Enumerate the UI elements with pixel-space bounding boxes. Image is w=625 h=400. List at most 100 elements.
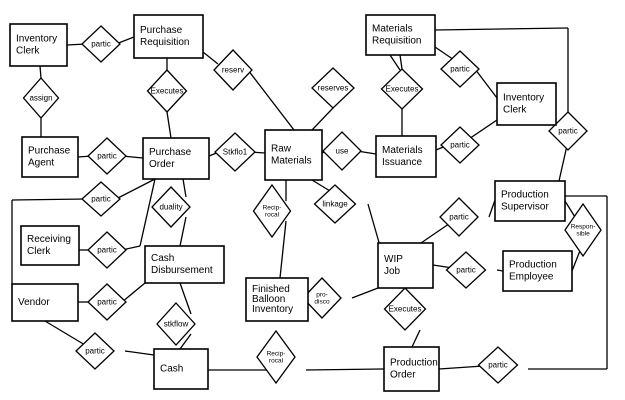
connector-line <box>179 282 192 315</box>
entity-label: Vendor <box>18 297 50 308</box>
entity-box <box>142 137 210 180</box>
relationship-label: partic <box>450 65 470 74</box>
connector-line <box>179 333 192 350</box>
relationship-label: rocal <box>269 358 284 365</box>
connector-line <box>411 329 421 348</box>
relationship-partic-vendor-po: partic <box>81 181 121 217</box>
relationship-label: Stkflo1 <box>223 148 248 157</box>
relationship-stkflow: stkflow <box>156 302 196 346</box>
connector-line <box>39 65 42 79</box>
relationship-responsible: Respon-sible <box>564 202 602 258</box>
entity-label: Receiving <box>27 234 71 245</box>
connector-line <box>474 68 498 99</box>
connector-line <box>202 51 219 65</box>
relationship-label: use <box>336 147 349 156</box>
relationship-reciprocal-fin: Recip-rocal <box>252 183 292 239</box>
connector-line <box>179 216 187 247</box>
diamond-shape <box>22 77 60 119</box>
relationship-partic-emp-wip: partic <box>445 251 487 289</box>
relationship-label: pro- <box>316 292 328 299</box>
relationship-executes-prod: Executes <box>383 287 427 331</box>
relationship-partic-vendor-cash: partic <box>75 332 115 370</box>
diamond-shape <box>322 131 362 171</box>
relationship-executes-issuance: Executes <box>380 68 424 110</box>
entity-label: Order <box>390 370 416 381</box>
relationship-label: duality <box>159 203 182 212</box>
connector-line <box>247 69 295 131</box>
relationship-label: reserv <box>222 66 244 75</box>
entity-box <box>377 242 434 289</box>
entity-box <box>494 180 566 222</box>
relationship-label: partic <box>91 40 111 49</box>
entity-label: Raw <box>271 144 292 155</box>
relationship-label: reserves <box>318 84 349 93</box>
relationship-label: Recip- <box>267 351 286 358</box>
diamond-shape <box>75 332 115 370</box>
relationship-label: partic <box>85 347 105 356</box>
entity-label: Requisition <box>372 36 421 47</box>
connector-line <box>279 220 287 279</box>
relationship-label: linkage <box>322 200 348 209</box>
diamond-shape <box>81 25 121 63</box>
relationship-assign: assign <box>22 77 60 119</box>
entity-label: Requisition <box>140 37 189 48</box>
entity-label: Clerk <box>27 246 51 257</box>
relationship-label: partic <box>488 361 508 370</box>
entity-label: Inventory <box>252 304 293 315</box>
connector-line <box>367 203 381 247</box>
entity-label: Cash <box>160 364 183 375</box>
relationship-partic-clerk-req: partic <box>81 25 121 63</box>
entity-label: Purchase <box>28 146 71 157</box>
connector-line <box>121 282 146 303</box>
diamond-shape <box>256 329 296 385</box>
entity-box <box>245 277 309 322</box>
entity-label: Issuance <box>382 157 422 168</box>
diamond-shape <box>440 50 480 88</box>
entity-label: Agent <box>28 158 54 169</box>
entity-box <box>375 135 437 178</box>
relationship-prodisco: pro-disco <box>302 277 342 319</box>
connector-line <box>11 198 87 201</box>
diamond-shape <box>151 186 191 228</box>
relationship-label: assign <box>29 94 52 103</box>
connector-line <box>115 178 156 200</box>
entity-label: Materials <box>271 156 312 167</box>
diamond-shape <box>477 346 519 384</box>
diamond-shape <box>439 197 479 237</box>
connector-line <box>182 178 187 198</box>
entity-box <box>153 348 209 390</box>
entity-boxes: InventoryClerkPurchaseRequisitionMateria… <box>9 14 573 392</box>
connector-line <box>305 368 385 371</box>
relationship-label: Respon- <box>571 224 596 231</box>
entity-label: Production <box>501 190 549 201</box>
entity-box <box>502 250 573 292</box>
diamond-shape <box>87 283 127 321</box>
connector-line <box>496 269 504 272</box>
relationship-partic-super-wip: partic <box>439 197 479 237</box>
relationship-partic-issuance-clerk: partic <box>440 126 480 164</box>
relationship-label: Executes <box>389 305 422 314</box>
diamond-shape <box>87 137 127 175</box>
connector-line <box>311 107 334 131</box>
relationship-partic-receiving: partic <box>87 231 127 269</box>
entity-label: Order <box>149 159 175 170</box>
relationship-reserv: reserv <box>213 49 253 91</box>
entity-label: Finished <box>252 284 290 295</box>
diamond-shape <box>146 69 188 113</box>
entity-label: Production <box>390 358 438 369</box>
entity-box <box>11 283 79 322</box>
entity-label: Clerk <box>503 105 527 116</box>
